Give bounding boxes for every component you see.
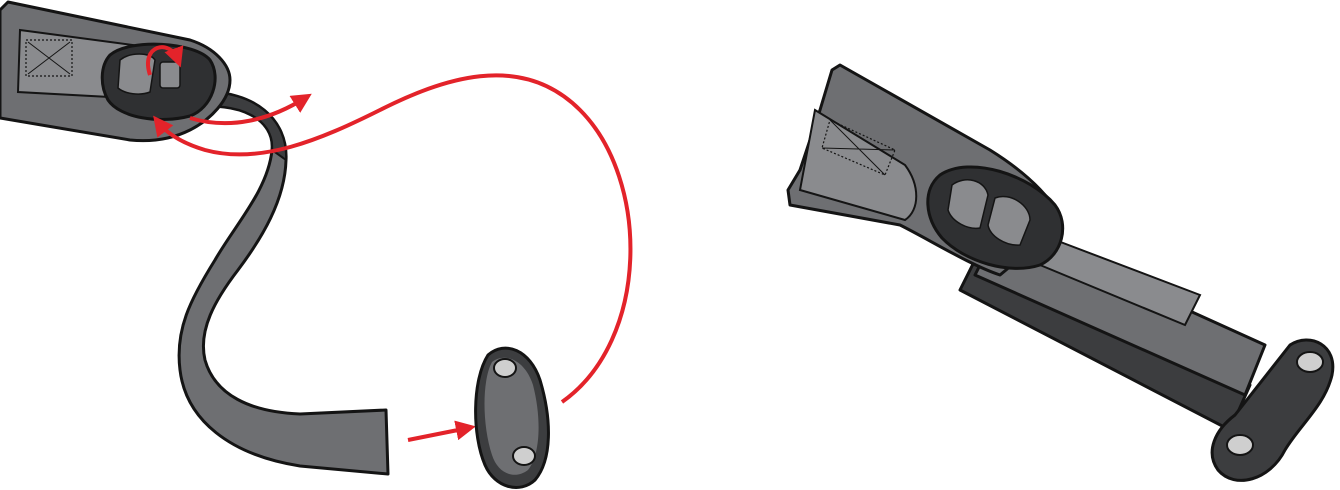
buckle-left — [102, 44, 215, 119]
step-threading-panel — [0, 2, 630, 487]
heel-anchor — [476, 348, 549, 487]
buckle-right — [928, 167, 1063, 268]
insert-arrow-icon — [408, 428, 468, 440]
step-assembled-panel — [788, 65, 1333, 480]
